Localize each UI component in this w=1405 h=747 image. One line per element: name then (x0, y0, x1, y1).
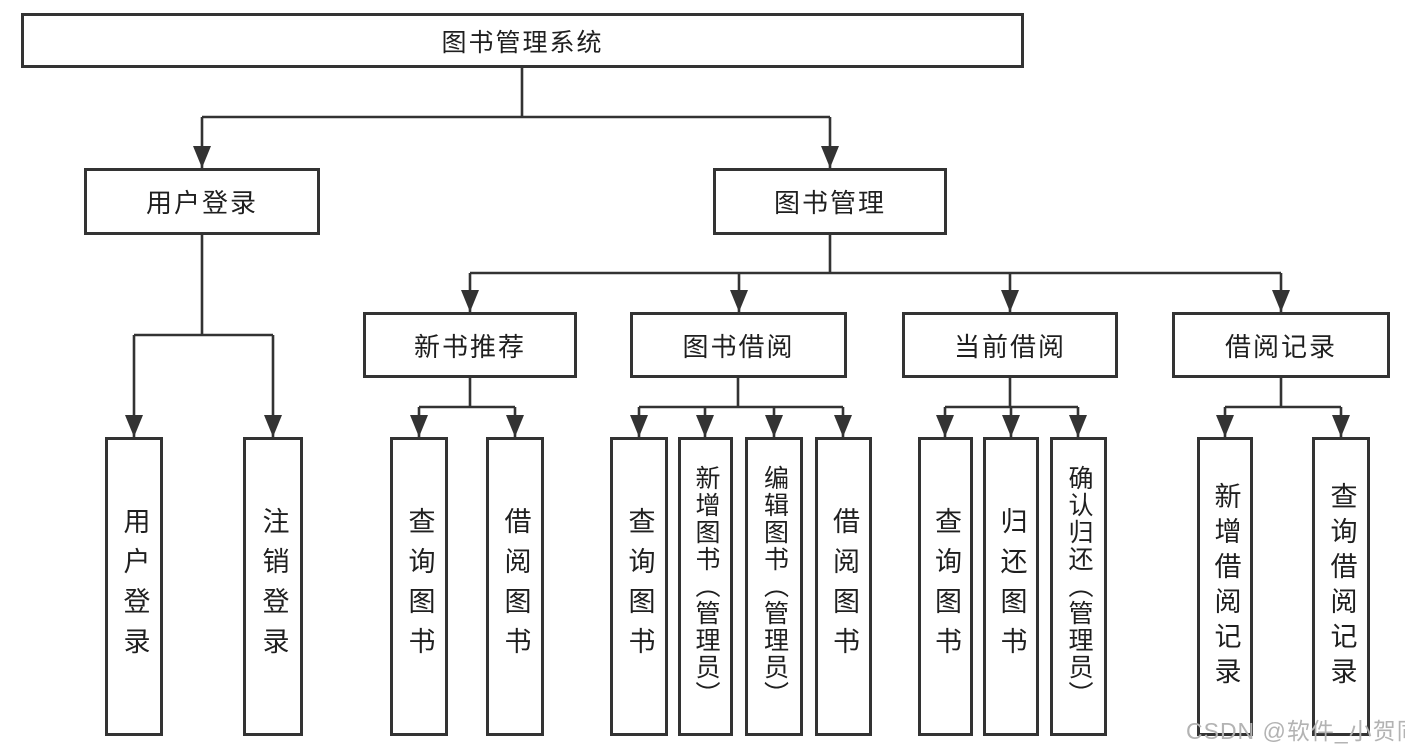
leaf-current-query-books-label: 查询图书 (931, 506, 961, 667)
leaf-current-return-books-label: 归还图书 (996, 506, 1027, 667)
leaf-logout-label: 注销登录 (258, 506, 289, 667)
node-new-book-recommend: 新书推荐 (363, 312, 577, 378)
node-library-management-system: 图书管理系统 (21, 13, 1024, 68)
leaf-borrow-add-books-admin: 新增图书（管理员） (678, 437, 733, 736)
node-user-login-label: 用户登录 (145, 188, 258, 218)
csdn-watermark: CSDN @软件_小贺同学 (1186, 718, 1405, 744)
leaf-borrow-edit-books-admin-label: 编辑图书（管理员） (760, 465, 789, 708)
leaf-user-login-label: 用户登录 (119, 506, 150, 667)
leaf-records-query-record-label: 查询借阅记录 (1326, 481, 1357, 692)
leaf-records-add-record: 新增借阅记录 (1197, 437, 1253, 736)
leaf-borrow-borrow-books-label: 借阅图书 (829, 506, 859, 667)
leaf-current-confirm-return-admin: 确认归还（管理员） (1050, 437, 1107, 736)
leaf-current-return-books: 归还图书 (983, 437, 1039, 736)
leaf-borrow-query-books-label: 查询图书 (624, 506, 655, 667)
node-borrow-records: 借阅记录 (1172, 312, 1390, 378)
leaf-borrow-edit-books-admin: 编辑图书（管理员） (745, 437, 803, 736)
node-book-borrow-label: 图书借阅 (682, 331, 795, 362)
leaf-records-add-record-label: 新增借阅记录 (1210, 481, 1241, 692)
leaf-current-query-books: 查询图书 (918, 437, 973, 736)
leaf-newrec-borrow-books-label: 借阅图书 (500, 506, 531, 667)
leaf-borrow-add-books-admin-label: 新增图书（管理员） (692, 465, 720, 708)
node-current-borrow: 当前借阅 (902, 312, 1118, 378)
leaf-logout: 注销登录 (243, 437, 303, 736)
leaf-newrec-borrow-books: 借阅图书 (486, 437, 544, 736)
leaf-borrow-borrow-books: 借阅图书 (815, 437, 872, 736)
node-current-borrow-label: 当前借阅 (953, 331, 1066, 362)
node-new-book-recommend-label: 新书推荐 (413, 331, 526, 362)
node-user-login: 用户登录 (84, 168, 320, 235)
leaf-newrec-query-books-label: 查询图书 (404, 506, 435, 667)
node-book-management: 图书管理 (713, 168, 947, 235)
node-library-management-system-label: 图书管理系统 (441, 28, 604, 57)
leaf-newrec-query-books: 查询图书 (390, 437, 448, 736)
node-borrow-records-label: 借阅记录 (1224, 331, 1337, 362)
leaf-borrow-query-books: 查询图书 (610, 437, 668, 736)
node-book-management-label: 图书管理 (773, 188, 886, 218)
leaf-user-login: 用户登录 (105, 437, 163, 736)
leaf-records-query-record: 查询借阅记录 (1312, 437, 1370, 736)
node-book-borrow: 图书借阅 (630, 312, 847, 378)
leaf-current-confirm-return-admin-label: 确认归还（管理员） (1065, 465, 1093, 708)
